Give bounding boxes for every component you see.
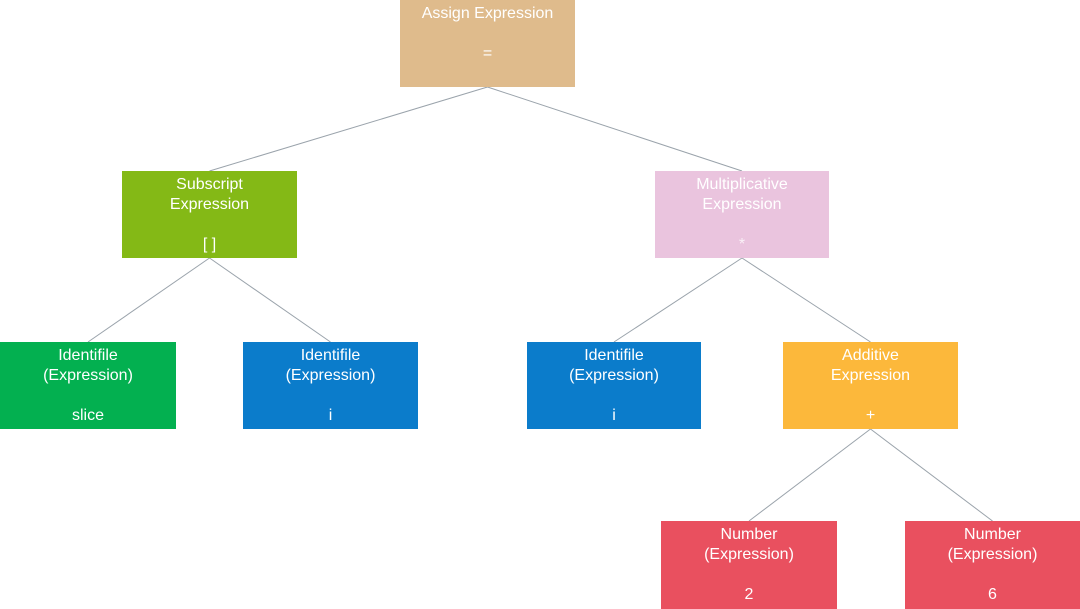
node-label: Number — [720, 526, 778, 543]
node-label-sub: Expression — [169, 196, 250, 213]
node-operator: 2 — [744, 586, 754, 603]
node-label: Subscript — [176, 176, 243, 193]
node-label: Identifile — [584, 347, 644, 364]
node-operator: + — [865, 407, 876, 424]
node-identifier-i-right: Identifile (Expression) i — [527, 342, 701, 429]
node-label: Multiplicative — [696, 176, 788, 193]
node-label-sub: (Expression) — [285, 367, 376, 384]
node-label: Additive — [842, 347, 899, 364]
edge-assign-to-subscript — [209, 86, 488, 172]
node-operator: i — [328, 407, 333, 424]
edge-assign-to-mult — [487, 86, 743, 172]
node-multiplicative-expression: Multiplicative Expression * — [655, 171, 829, 258]
node-subscript-expression: Subscript Expression [ ] — [122, 171, 297, 258]
node-label-sub: Expression — [702, 196, 782, 213]
edge-additive-to-num_6 — [870, 428, 993, 522]
edge-mult-to-id_i_2 — [613, 257, 743, 343]
node-operator: * — [738, 236, 746, 253]
node-label-sub: (Expression) — [43, 367, 133, 384]
node-label: Identifile — [58, 347, 118, 364]
edge-additive-to-num_2 — [748, 428, 871, 522]
node-operator: i — [612, 407, 616, 424]
node-additive-expression: Additive Expression + — [783, 342, 958, 429]
node-label-sub: (Expression) — [704, 546, 794, 563]
node-label-sub: (Expression) — [569, 367, 659, 384]
node-assign-expression: Assign Expression = — [400, 0, 575, 87]
edge-mult-to-additive — [741, 257, 871, 343]
node-operator: 6 — [988, 586, 997, 603]
node-label: Identifile — [300, 347, 361, 364]
node-label-sub: Expression — [830, 367, 911, 384]
node-operator: = — [482, 45, 493, 62]
node-label-sub: (Expression) — [947, 546, 1038, 563]
node-identifier-slice: Identifile (Expression) slice — [0, 342, 176, 429]
node-number-2: Number (Expression) 2 — [661, 521, 837, 609]
edge-subscript-to-id_slice — [87, 257, 210, 343]
node-identifier-i-left: Identifile (Expression) i — [243, 342, 418, 429]
node-operator: [ ] — [202, 236, 217, 253]
edge-subscript-to-id_i_1 — [209, 257, 331, 343]
node-operator: slice — [71, 407, 104, 424]
node-number-6: Number (Expression) 6 — [905, 521, 1080, 609]
node-label: Assign Expression — [421, 5, 554, 22]
node-label: Number — [964, 526, 1021, 543]
